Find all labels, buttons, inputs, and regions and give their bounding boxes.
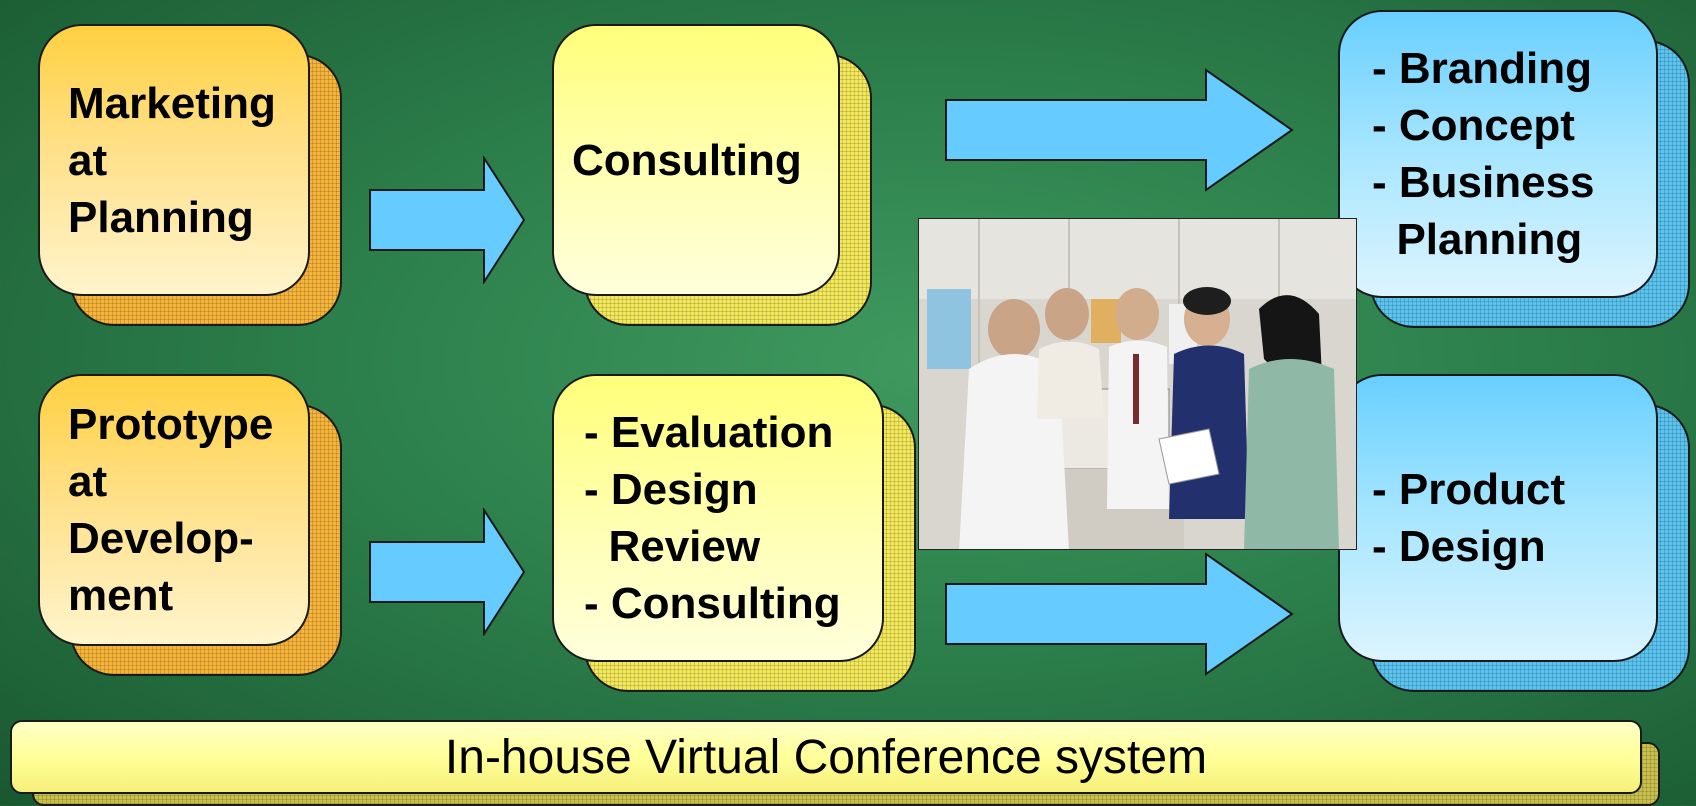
card-line: Planning <box>68 192 254 242</box>
card-line: at <box>68 135 108 185</box>
card-line: - Business <box>1372 158 1595 207</box>
card-face: - Evaluation - Design Review - Consultin… <box>552 374 884 662</box>
card-face: Marketing at Planning <box>38 24 310 296</box>
card-line: Review <box>584 522 761 571</box>
arrow-prototype-to-evaluation <box>369 508 526 636</box>
meeting-photo-icon <box>919 219 1356 549</box>
prototype-at-development-card: Prototype at Develop- ment <box>38 374 342 676</box>
card-line: - Evaluation <box>584 408 834 457</box>
consulting-card: Consulting <box>552 24 872 326</box>
card-face: - Product - Design <box>1338 374 1658 662</box>
card-line: Planning <box>1372 215 1583 264</box>
card-face: Consulting <box>552 24 840 296</box>
card-line: Develop- <box>68 514 254 563</box>
card-line: Consulting <box>572 135 802 185</box>
card-line: - Product <box>1372 465 1566 514</box>
arrow-evaluation-to-product <box>945 552 1294 676</box>
card-line: - Branding <box>1372 44 1592 93</box>
card-line: - Concept <box>1372 101 1575 150</box>
card-line: - Design <box>1372 522 1546 571</box>
card-line: Prototype <box>68 400 274 449</box>
meeting-photo <box>918 218 1357 550</box>
card-line: Marketing <box>68 78 276 128</box>
branding-concept-card: - Branding - Concept - Business Planning <box>1338 10 1690 328</box>
card-face: - Branding - Concept - Business Planning <box>1338 10 1658 298</box>
arrow-marketing-to-consulting <box>369 156 526 284</box>
marketing-at-planning-card: Marketing at Planning <box>38 24 342 326</box>
card-face: Prototype at Develop- ment <box>38 374 310 646</box>
product-design-card: - Product - Design <box>1338 374 1690 692</box>
card-line: - Design <box>584 465 758 514</box>
card-line: at <box>68 457 108 506</box>
virtual-conference-banner: In-house Virtual Conference system <box>10 720 1642 794</box>
arrow-consulting-to-branding <box>945 68 1294 192</box>
card-line: ment <box>68 571 174 620</box>
evaluation-review-card: - Evaluation - Design Review - Consultin… <box>552 374 916 692</box>
card-line: - Consulting <box>584 579 841 628</box>
